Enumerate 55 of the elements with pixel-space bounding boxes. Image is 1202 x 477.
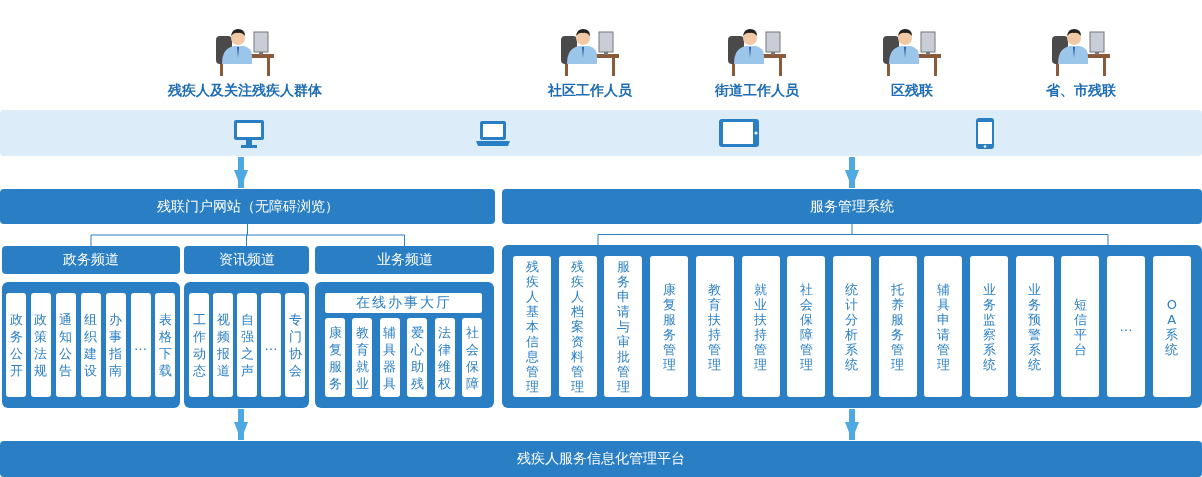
arrow	[845, 409, 859, 440]
module-tile: 爱心助残	[407, 318, 428, 397]
module-panel	[502, 245, 1202, 408]
module-tile: 社会保障	[462, 318, 482, 397]
title-bar: 业务频道	[315, 246, 494, 274]
module-tile: 表格下载	[155, 293, 176, 397]
module-tile: 在线办事大厅	[325, 293, 482, 313]
module-tile: 教育扶持管理	[695, 256, 734, 397]
module-tile: 服务申请与审批管理	[604, 256, 643, 397]
role-label: 区残联	[890, 82, 934, 100]
module-tile: 办事指南	[105, 293, 126, 397]
module-tile: …	[1107, 256, 1146, 397]
module-tile: 就业扶持管理	[741, 256, 780, 397]
module-tile: 专门协会	[285, 293, 305, 397]
title-bar: 服务管理系统	[502, 189, 1202, 224]
module-tile: 短信平台	[1061, 256, 1100, 397]
module-tile: 统计分析系统	[832, 256, 871, 397]
module-tile: 通知公告	[55, 293, 76, 397]
module-tile: 法律维权	[434, 318, 455, 397]
module-panel	[184, 282, 309, 408]
module-tile: 残疾人基本信息管理	[513, 256, 551, 397]
module-tile: 辅具申请管理	[924, 256, 963, 397]
module-tile: 自强之声	[237, 293, 257, 397]
title-bar: 残疾人服务信息化管理平台	[0, 441, 1202, 477]
module-tile: …	[130, 293, 151, 397]
module-tile: …	[261, 293, 281, 397]
title-bar: 资讯频道	[184, 246, 309, 274]
module-tile: 康复服务管理	[650, 256, 689, 397]
module-tile: OA系统	[1152, 256, 1191, 397]
role-label: 省、市残联	[1045, 82, 1117, 100]
module-tile: 业务预警系统	[1015, 256, 1054, 397]
module-tile: 组织建设	[80, 293, 101, 397]
device-band	[0, 110, 1202, 156]
module-tile: 教育就业	[352, 318, 373, 397]
role-label: 街道工作人员	[714, 82, 800, 100]
arrow	[234, 409, 248, 440]
title-bar: 残联门户网站（无障碍浏览）	[0, 189, 495, 224]
module-panel	[315, 282, 494, 408]
module-tile: 残疾人档案资料管理	[558, 256, 597, 397]
module-tile: 政务公开	[6, 293, 26, 397]
module-tile: 政策法规	[30, 293, 51, 397]
connector-line	[597, 223, 1109, 246]
role-label: 残疾人及关注残疾人群体	[166, 82, 323, 100]
module-tile: 辅具器具	[379, 318, 400, 397]
module-tile: 工作动态	[189, 293, 209, 397]
arrow	[234, 157, 248, 188]
module-tile: 托养服务管理	[878, 256, 917, 397]
module-tile: 业务监察系统	[970, 256, 1008, 397]
module-tile: 社会保障管理	[787, 256, 826, 397]
module-tile: 视频报道	[213, 293, 233, 397]
title-bar: 政务频道	[2, 246, 180, 274]
module-tile: 康复服务	[325, 318, 345, 397]
arrow	[845, 157, 859, 188]
module-panel	[2, 282, 180, 408]
role-label: 社区工作人员	[547, 82, 633, 100]
